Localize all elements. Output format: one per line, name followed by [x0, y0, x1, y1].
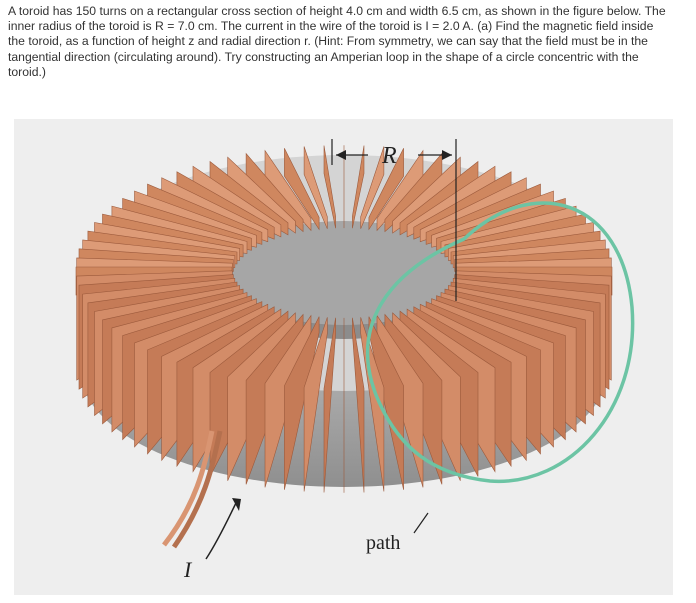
lead-wires — [162, 430, 223, 549]
winding-turn — [352, 317, 365, 493]
radius-label: R — [381, 143, 397, 169]
winding-turn — [284, 316, 320, 490]
core-hole — [226, 221, 462, 325]
winding-turn — [368, 148, 404, 231]
path-label: path — [366, 532, 400, 554]
problem-statement: A toroid has 150 turns on a rectangular … — [8, 4, 670, 80]
winding-turn — [352, 145, 365, 229]
lead-wire-1 — [171, 430, 223, 549]
amperian-path — [365, 201, 635, 483]
windings-front — [76, 270, 612, 493]
winding-turn — [303, 146, 328, 229]
current-arrow — [205, 498, 241, 560]
toroid-figure: I R path — [14, 119, 673, 595]
winding-turn — [368, 316, 404, 490]
winding-turn — [323, 317, 336, 493]
path-label-leader — [413, 512, 429, 534]
lead-wire-2 — [162, 430, 215, 547]
winding-turn — [284, 148, 320, 231]
problem-text: A toroid has 150 turns on a rectangular … — [8, 4, 666, 79]
current-label: I — [183, 557, 193, 582]
winding-turn — [323, 145, 336, 229]
winding-turn — [303, 317, 328, 492]
radius-dimension — [331, 139, 457, 301]
toroid-illustration: I R path — [75, 139, 635, 582]
winding-turn — [360, 146, 385, 229]
